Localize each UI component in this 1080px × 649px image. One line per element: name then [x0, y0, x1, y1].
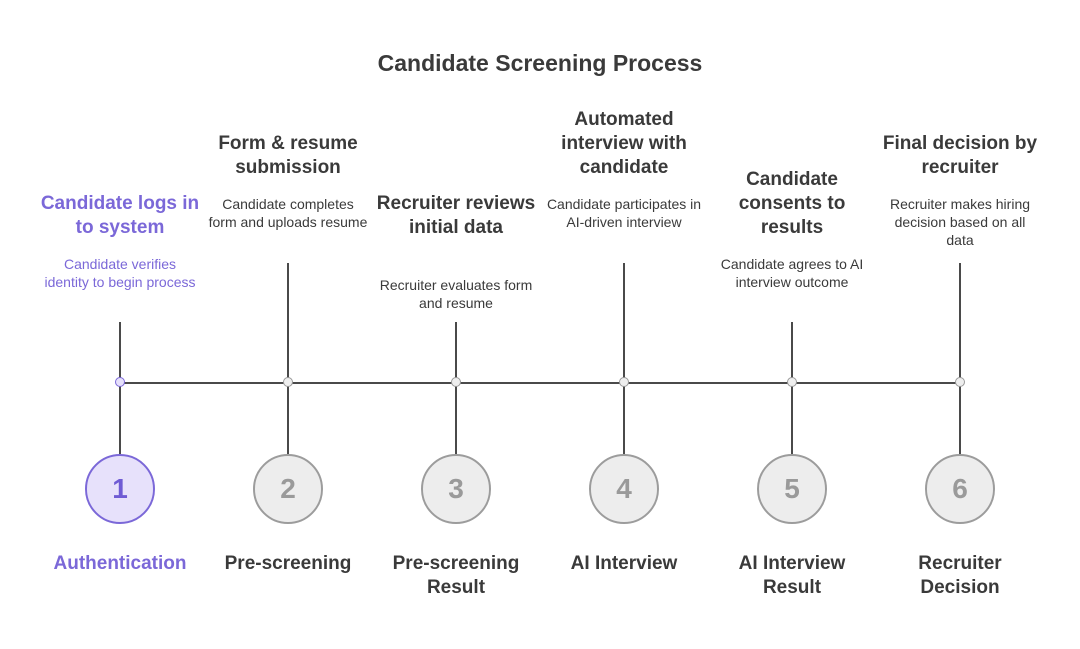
step-4-description: Candidate participates in AI-driven inte… — [546, 196, 702, 230]
step-2-marker — [283, 377, 293, 387]
step-5-label: AI Interview Result — [738, 553, 846, 598]
step-6-heading: Final decision by recruiter — [882, 133, 1038, 178]
step-5-heading: Candidate consents to results — [738, 169, 846, 238]
step-6-number-badge: 6 — [925, 454, 995, 524]
step-3-label: Pre-screening Result — [392, 553, 520, 598]
step-6-label: Recruiter Decision — [918, 553, 1002, 598]
step-1-heading: Candidate logs in to system — [40, 193, 200, 238]
step-6-connector — [959, 263, 961, 454]
step-4-heading: Automated interview with candidate — [561, 109, 687, 178]
step-1-marker — [115, 377, 125, 387]
step-3-heading: Recruiter reviews initial data — [376, 193, 536, 238]
step-4-label: AI Interview — [570, 553, 678, 574]
step-3-description: Recruiter evaluates form and resume — [379, 277, 533, 311]
step-2-number-badge: 2 — [253, 454, 323, 524]
step-6-description: Recruiter makes hiring decision based on… — [889, 196, 1031, 248]
step-6-marker — [955, 377, 965, 387]
step-2-heading: Form & resume submission — [218, 133, 358, 178]
step-4-number-badge: 4 — [589, 454, 659, 524]
step-2-connector — [287, 263, 289, 454]
step-3-marker — [451, 377, 461, 387]
step-5-connector — [791, 322, 793, 454]
step-2-description: Candidate completes form and uploads res… — [208, 196, 368, 230]
step-5-number-badge: 5 — [757, 454, 827, 524]
step-1-label: Authentication — [53, 553, 187, 574]
step-2-label: Pre-screening — [224, 553, 352, 574]
step-5-marker — [787, 377, 797, 387]
timeline-axis — [120, 382, 960, 384]
step-1-number-badge: 1 — [85, 454, 155, 524]
step-4-connector — [623, 263, 625, 454]
diagram-title: Candidate Screening Process — [377, 50, 703, 76]
step-1-connector — [119, 322, 121, 454]
step-5-description: Candidate agrees to AI interview outcome — [720, 256, 864, 290]
step-4-marker — [619, 377, 629, 387]
step-3-number-badge: 3 — [421, 454, 491, 524]
step-1-description: Candidate verifies identity to begin pro… — [44, 256, 196, 290]
step-3-connector — [455, 322, 457, 454]
